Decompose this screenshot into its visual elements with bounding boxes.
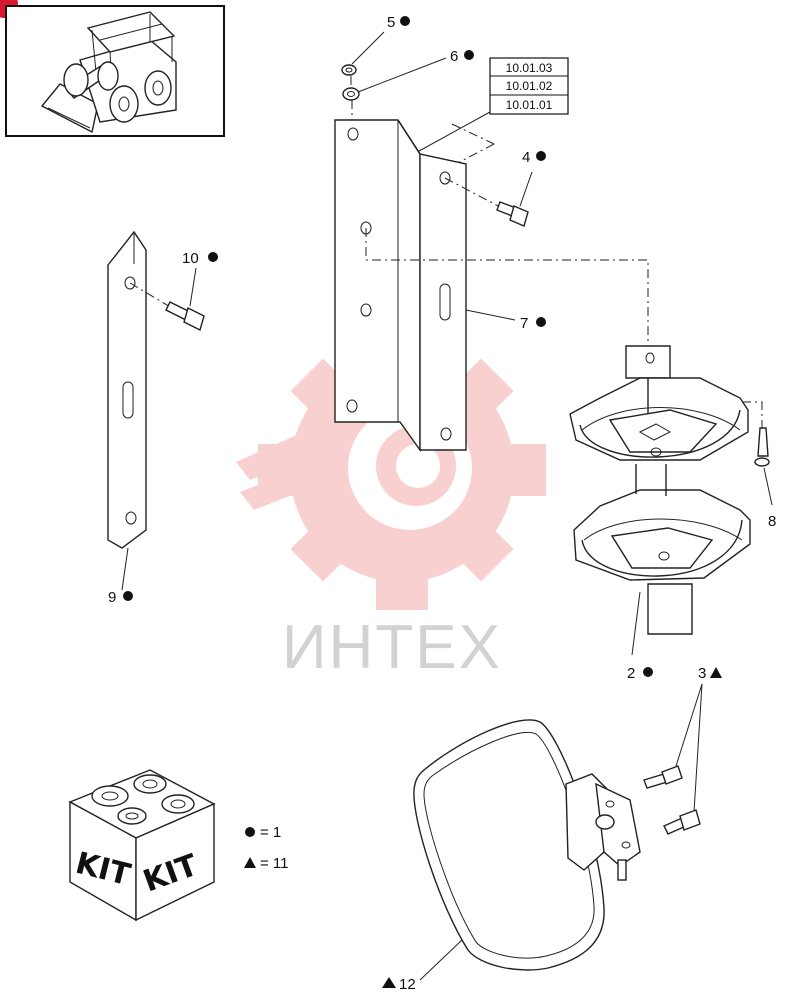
triangle-marker — [710, 667, 722, 678]
callout-5: 5 — [387, 14, 395, 31]
callout-10: 10 — [182, 250, 199, 267]
nut-part[interactable] — [341, 64, 357, 76]
callout-6: 6 — [450, 48, 458, 65]
circle-marker — [245, 827, 255, 837]
circle-marker — [536, 151, 546, 161]
circle-marker — [123, 591, 133, 601]
callout-8: 8 — [768, 513, 776, 530]
legend: = 1 = 11 — [244, 824, 289, 872]
callout-4: 4 — [522, 149, 530, 166]
triangle-marker — [382, 977, 396, 988]
ref-code-1: 10.01.03 — [506, 61, 553, 75]
callout-12: 12 — [399, 976, 416, 993]
ref-code-2: 10.01.02 — [506, 79, 553, 93]
flat-strip-part[interactable] — [107, 230, 147, 549]
triangle-marker — [244, 857, 256, 868]
callout-9: 9 — [108, 589, 116, 606]
washer-part[interactable] — [342, 87, 360, 101]
callout-3: 3 — [698, 665, 706, 682]
ref-code-3: 10.01.01 — [506, 98, 553, 112]
circle-marker — [464, 50, 474, 60]
kit-box-icon: KIT KIT — [68, 769, 216, 922]
circle-marker — [400, 16, 410, 26]
circle-marker — [536, 317, 546, 327]
pin-part[interactable] — [754, 427, 770, 467]
mounting-bracket-part[interactable] — [334, 119, 467, 453]
clamp-assembly-part[interactable] — [569, 345, 751, 635]
screw-part[interactable] — [663, 809, 701, 835]
legend-circle-value: = 1 — [260, 824, 281, 841]
circle-marker — [643, 667, 653, 677]
bolt-part[interactable] — [165, 301, 205, 332]
bolt-part[interactable] — [496, 201, 529, 227]
circle-marker — [208, 252, 218, 262]
legend-triangle-value: = 11 — [260, 855, 289, 872]
mirror-part[interactable] — [413, 719, 641, 971]
reference-box[interactable]: 10.01.03 10.01.02 10.01.01 — [489, 57, 569, 115]
skid-steer-loader-icon — [40, 11, 177, 134]
screw-part[interactable] — [643, 765, 683, 789]
watermark-text: ИНТЕХ — [282, 613, 502, 682]
callout-2: 2 — [627, 665, 635, 682]
callout-7: 7 — [520, 315, 528, 332]
